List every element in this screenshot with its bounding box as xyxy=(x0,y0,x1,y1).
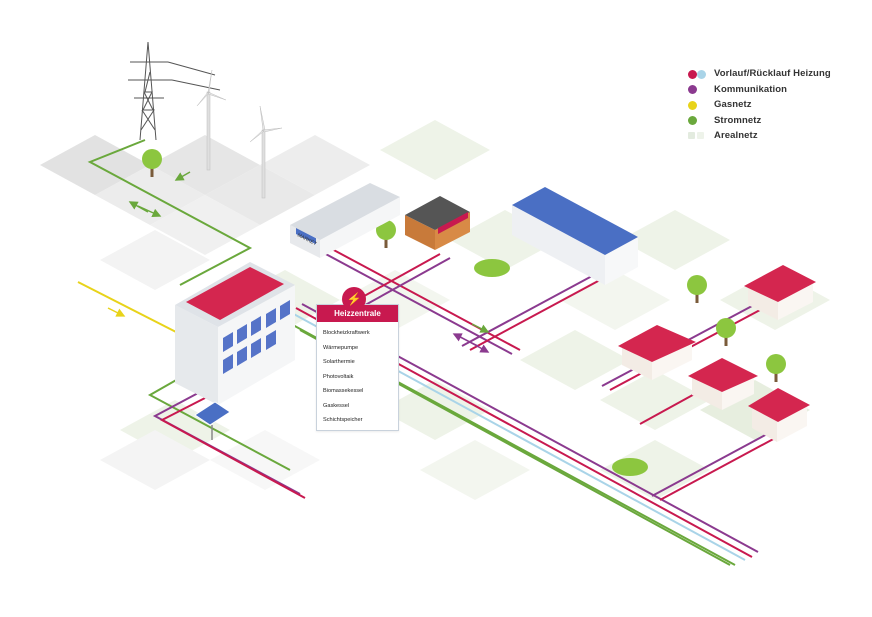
heizzentrale-item: Schichtspeicher xyxy=(323,417,363,423)
power-pylon xyxy=(128,41,221,141)
row-houses xyxy=(512,187,638,285)
dot-pair-icon xyxy=(688,68,714,80)
ground-tiles xyxy=(40,120,830,500)
heizzentrale-title: Heizzentrale xyxy=(317,305,398,322)
heizzentrale-item: Photovoltaik xyxy=(323,373,354,380)
legend-label: Stromnetz xyxy=(714,114,762,126)
shop-building xyxy=(405,196,470,250)
legend-item: Arealnetz xyxy=(688,128,831,144)
ev-charging-cars xyxy=(474,259,648,476)
heizzentrale-building xyxy=(175,262,295,405)
square-pair-icon xyxy=(688,130,714,142)
heizzentrale-item: Gaskessel xyxy=(323,402,350,409)
heizzentrale-item: Biomassekessel xyxy=(323,388,364,394)
legend-label: Gasnetz xyxy=(714,99,752,111)
dot-icon xyxy=(688,99,714,111)
legend-label: Kommunikation xyxy=(714,83,788,95)
legend-item: Kommunikation xyxy=(688,82,831,98)
heizzentrale-item: Blockheizkraftwerk xyxy=(323,330,370,336)
heizzentrale-item: Solarthermie xyxy=(323,359,355,365)
legend-item: Stromnetz xyxy=(688,113,831,129)
houses xyxy=(618,265,816,442)
dot-icon xyxy=(688,83,714,95)
solar-panel xyxy=(194,401,231,440)
flame-lightning-icon: ⚡ xyxy=(342,287,366,311)
market-building: MARKET xyxy=(290,183,400,258)
dot-icon xyxy=(688,114,714,126)
legend-label: Arealnetz xyxy=(714,130,758,142)
legend-label: Vorlauf/Rücklauf Heizung xyxy=(714,68,831,80)
legend-item: Vorlauf/Rücklauf Heizung xyxy=(688,66,831,82)
heizzentrale-item: Wärmepumpe xyxy=(323,344,359,351)
legend-item: Gasnetz xyxy=(688,97,831,113)
wind-turbines xyxy=(196,69,283,199)
